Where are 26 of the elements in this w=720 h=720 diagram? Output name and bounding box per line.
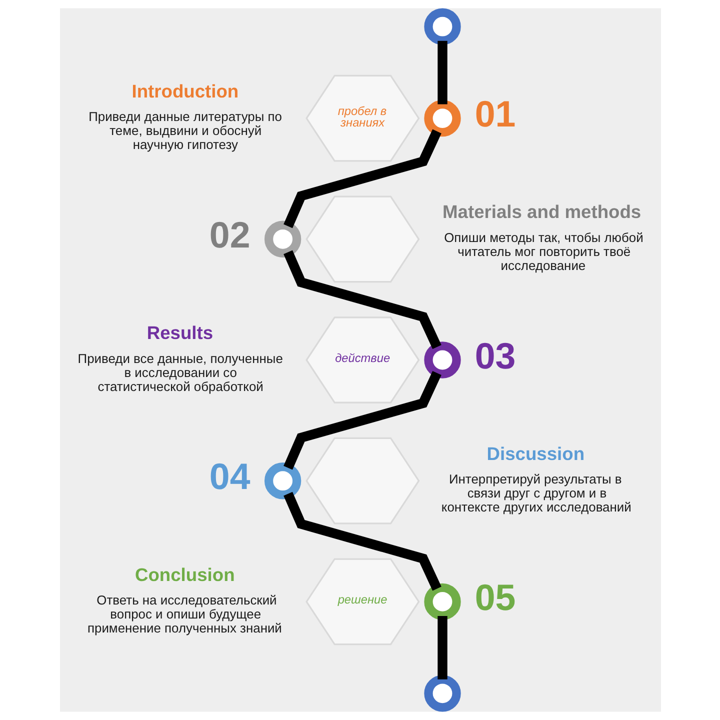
node-label: Опиши методы так, чтобы любой читатель мог повторить твоё исследование — [444, 230, 643, 274]
node-circle — [264, 220, 301, 258]
node-circle — [264, 462, 301, 500]
node-label: Introduction — [131, 80, 238, 102]
node-hexagon — [305, 196, 420, 283]
node-label: Results — [146, 322, 213, 344]
connector — [437, 616, 447, 680]
node-label: Discussion — [486, 442, 584, 464]
node-label: Ответь на исследовательский вопрос и опиши будущее применение полученных знаний — [87, 592, 282, 636]
node-circle — [424, 342, 460, 378]
node-label: Приведи данные литературы по теме, выдвини и обоснуй научную гипотезу — [88, 109, 282, 152]
node-circle — [424, 583, 460, 620]
node-label: Приведи все данные, полученные в исследовании со статистической обработкой — [77, 350, 282, 394]
node-circle — [424, 100, 460, 137]
node-label: 01 — [474, 94, 516, 135]
node-label: 04 — [208, 456, 250, 498]
node-circle — [424, 675, 460, 712]
node-hexagon — [305, 437, 420, 524]
node-label: Materials and methods — [442, 201, 641, 222]
node-label: 02 — [208, 214, 250, 256]
node-circle — [424, 8, 460, 45]
connector — [437, 40, 447, 104]
node-label: Интерпретируй результаты в связи друг с другом и в контексте других исследований — [440, 472, 631, 515]
node-label: 05 — [474, 577, 516, 618]
node-label: 03 — [474, 335, 516, 376]
node-label: Conclusion — [134, 564, 234, 585]
